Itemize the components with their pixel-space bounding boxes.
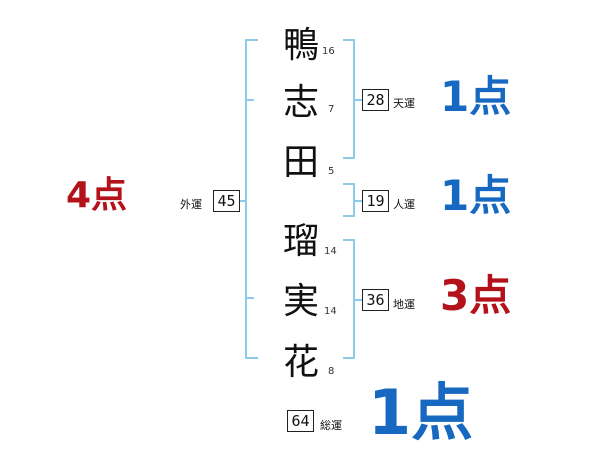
stroke-count-3: 5 — [328, 166, 335, 177]
gaiun-score: 4点 — [66, 175, 128, 216]
souun-label: 総運 — [320, 419, 342, 432]
stroke-count-2: 7 — [328, 104, 335, 115]
gaiun-value: 45 — [213, 190, 240, 212]
stroke-count-6: 8 — [328, 366, 335, 377]
name-char-2: 志 — [282, 82, 319, 123]
tenun-value: 28 — [362, 89, 389, 111]
stroke-count-1: 16 — [322, 46, 335, 57]
chiun-value: 36 — [362, 289, 389, 311]
souun-value: 64 — [287, 410, 314, 432]
jinun-value: 19 — [362, 190, 389, 212]
tenun-bracket — [343, 39, 355, 159]
chiun-bracket — [343, 239, 355, 359]
jinun-score: 1点 — [440, 171, 512, 220]
stroke-count-5: 14 — [324, 306, 337, 317]
souun-score: 1点 — [368, 376, 474, 449]
name-char-5: 実 — [282, 281, 319, 322]
tenun-label: 天運 — [393, 97, 415, 110]
left-bracket — [245, 39, 258, 359]
chiun-label: 地運 — [393, 298, 415, 311]
name-char-4: 瑠 — [282, 221, 319, 262]
jinun-bracket — [343, 183, 355, 217]
jinun-label: 人運 — [393, 198, 415, 211]
name-char-3: 田 — [282, 142, 319, 183]
gaiun-label: 外運 — [180, 198, 202, 211]
tenun-score: 1点 — [440, 72, 512, 121]
name-char-6: 花 — [282, 342, 319, 383]
name-char-1: 鴨 — [282, 25, 319, 66]
stroke-count-4: 14 — [324, 246, 337, 257]
chiun-score: 3点 — [440, 271, 512, 320]
